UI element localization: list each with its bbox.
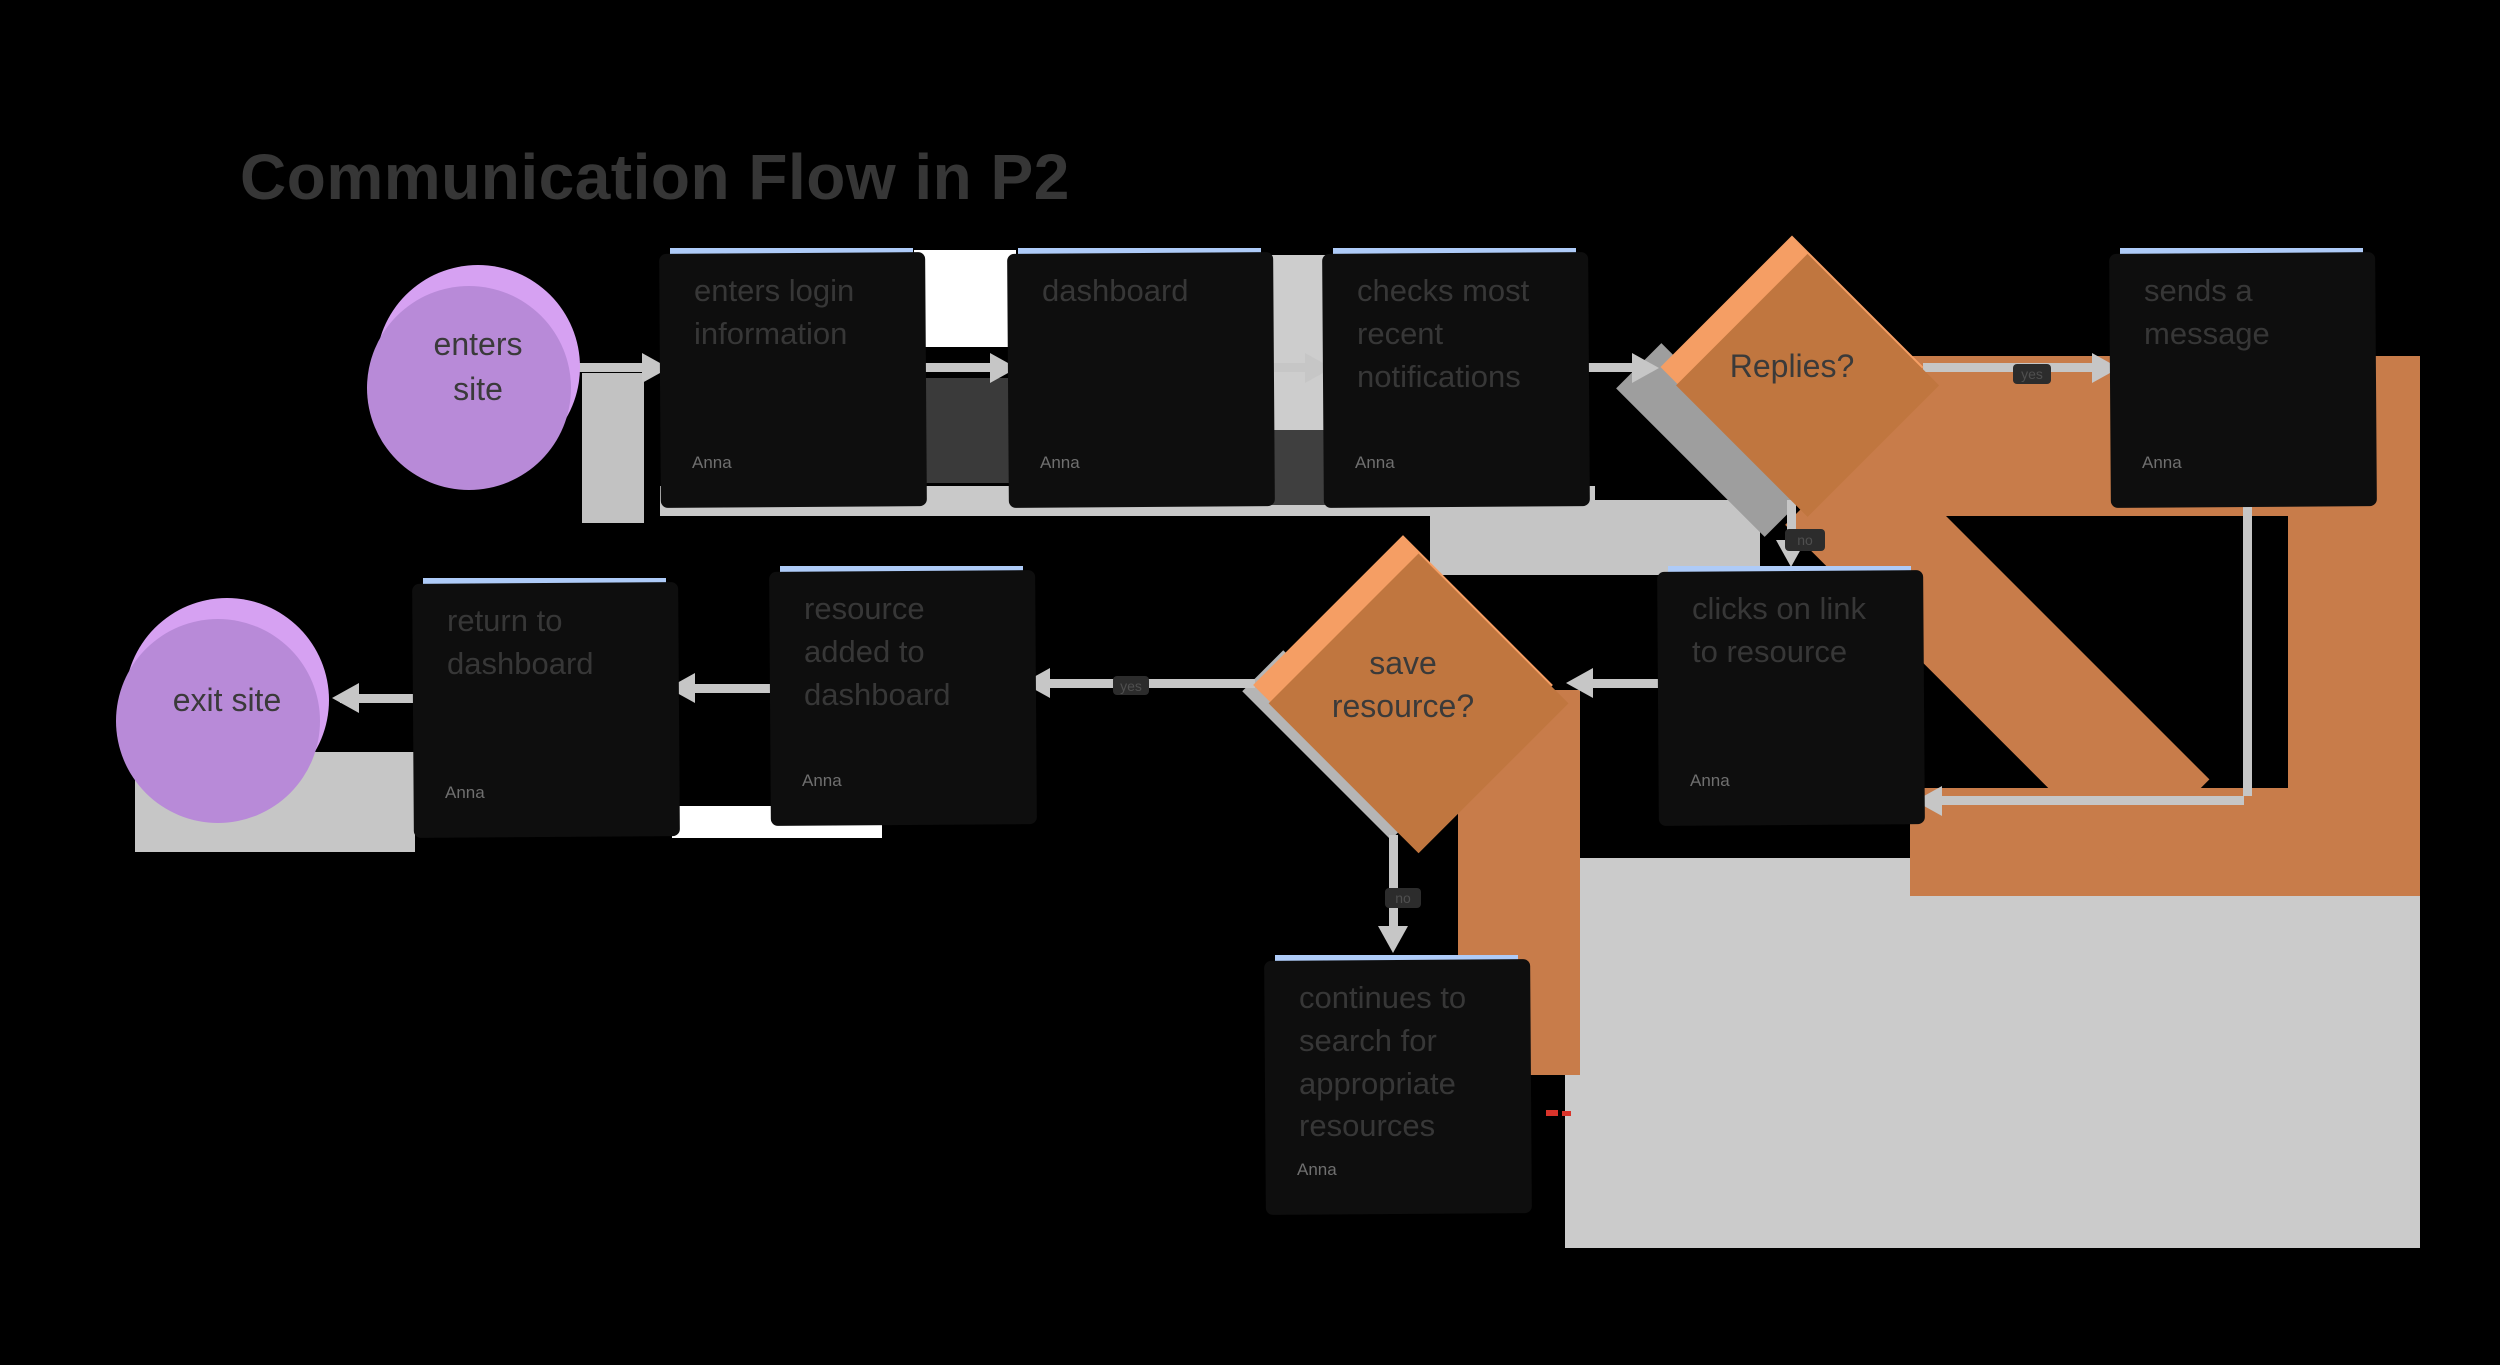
node-continues-search[interactable]: continues to search for appropriate reso… xyxy=(1275,955,1518,1195)
connector-login-to-dashboard[interactable] xyxy=(913,363,993,372)
connector-save-to-continues[interactable] xyxy=(1389,835,1398,935)
sticky-text: return to dashboard xyxy=(447,603,594,681)
bg-pool xyxy=(1565,858,2420,1248)
connector-sends-down[interactable] xyxy=(2243,488,2252,796)
board-title[interactable]: Communication Flow in P2 xyxy=(240,141,1070,213)
arrowhead-left-icon xyxy=(1566,668,1593,698)
connector-label-replies-yes[interactable]: yes xyxy=(2013,364,2051,384)
node-return-dashboard[interactable]: return to dashboard Anna xyxy=(423,578,666,818)
connector-resource-to-return[interactable] xyxy=(690,684,780,693)
connector-replies-to-clicks[interactable] xyxy=(1787,500,1796,542)
connector-replies-to-sends[interactable] xyxy=(1923,363,2095,372)
sticky-text: resource added to dashboard xyxy=(804,591,951,712)
node-label: exit site xyxy=(172,681,282,718)
sticky-author: Anna xyxy=(2142,452,2182,472)
sticky-author: Anna xyxy=(802,770,842,790)
sticky-text: sends a message xyxy=(2144,273,2270,351)
connector-label-replies-no[interactable]: no xyxy=(1785,529,1825,551)
red-pen-mark xyxy=(1562,1111,1571,1116)
bg-pool xyxy=(914,250,1016,347)
arrowhead-left-icon xyxy=(332,683,359,713)
node-clicks-link[interactable]: clicks on link to resource Anna xyxy=(1668,566,1911,806)
node-enters-login[interactable]: enters login information Anna xyxy=(670,248,913,488)
arrowhead-down-icon xyxy=(1378,926,1408,953)
sticky-author: Anna xyxy=(1297,1159,1337,1179)
connector-clicks-to-save[interactable] xyxy=(1590,679,1668,688)
connector-label-save-no[interactable]: no xyxy=(1385,888,1421,908)
sticky-author: Anna xyxy=(1040,452,1080,472)
connector-return-to-exit[interactable] xyxy=(340,694,425,703)
node-dashboard[interactable]: dashboard Anna xyxy=(1018,248,1261,488)
sticky-text: clicks on link to resource xyxy=(1692,591,1866,669)
sticky-text: dashboard xyxy=(1042,273,1189,308)
sticky-text: checks most recent notifications xyxy=(1357,273,1530,394)
node-label: enters site xyxy=(433,326,523,407)
connector-label-save-yes[interactable]: yes xyxy=(1113,676,1149,695)
red-pen-mark xyxy=(1546,1110,1558,1116)
node-resource-added[interactable]: resource added to dashboard Anna xyxy=(780,566,1023,806)
connector-checks-to-replies[interactable] xyxy=(1576,363,1638,372)
sticky-author: Anna xyxy=(692,452,732,472)
arrowhead-right-icon xyxy=(1632,353,1659,383)
bg-pool xyxy=(582,373,644,523)
node-exit-site[interactable]: exit site xyxy=(125,598,329,802)
node-checks-notifications[interactable]: checks most recent notifications Anna xyxy=(1333,248,1576,488)
connector-dashboard-to-checks[interactable] xyxy=(1261,363,1311,372)
sticky-author: Anna xyxy=(445,782,485,802)
sticky-author: Anna xyxy=(1690,770,1730,790)
bg-pool xyxy=(1430,500,1760,575)
connector-save-to-resource[interactable] xyxy=(1045,679,1255,688)
connector-sends-to-clicks[interactable] xyxy=(1941,796,2244,805)
node-enters-site[interactable]: enters site xyxy=(376,265,580,469)
sticky-text: enters login information xyxy=(694,273,855,351)
bg-pool xyxy=(916,378,1016,483)
sticky-author: Anna xyxy=(1355,452,1395,472)
node-sends-message[interactable]: sends a message Anna xyxy=(2120,248,2363,488)
connector-enters-to-login[interactable] xyxy=(570,363,644,372)
sticky-text: continues to search for appropriate reso… xyxy=(1299,980,1467,1144)
